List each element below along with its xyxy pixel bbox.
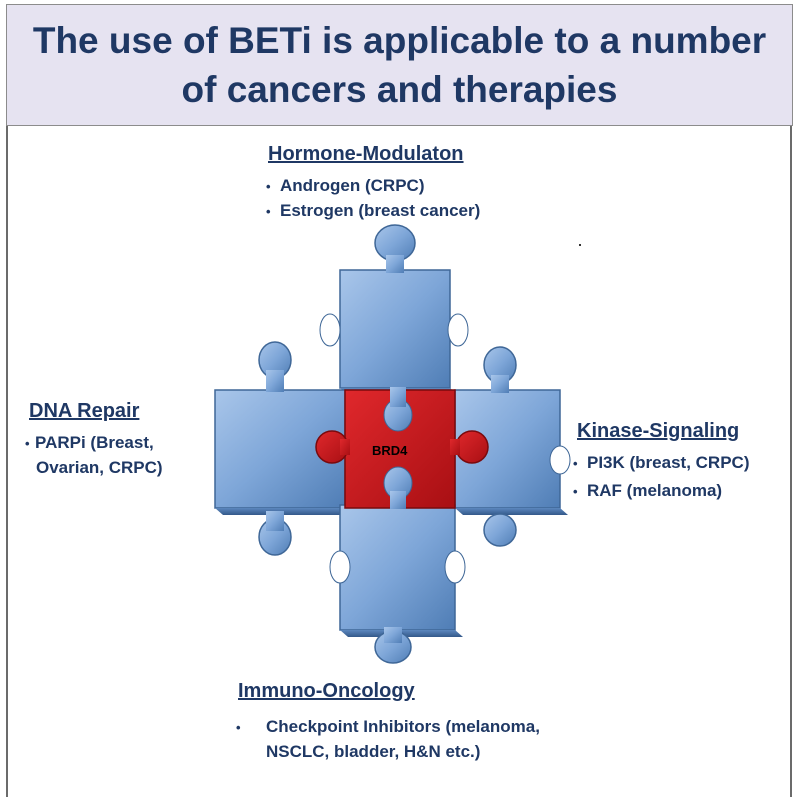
dna-repair-item-1: •PARPi (Breast, — [25, 431, 154, 456]
dna-repair-item-1-cont: Ovarian, CRPC) — [36, 458, 163, 477]
dna-repair-heading: DNA Repair — [29, 400, 140, 422]
immuno-item-1-cont: NSCLC, bladder, H&N etc.) — [266, 742, 481, 761]
bullet-icon: • — [266, 204, 271, 219]
bullet-icon: • — [25, 436, 30, 451]
hormone-item-2: •Estrogen (breast cancer) — [266, 199, 480, 224]
immuno-oncology-heading: Immuno-Oncology — [238, 680, 415, 702]
left-puzzle-piece — [214, 341, 353, 556]
frame-right-border — [790, 126, 792, 797]
center-brd4-piece — [315, 387, 489, 509]
kinase-signaling-heading: Kinase-Signaling — [577, 420, 740, 442]
title-line-1: The use of BETi is applicable to a numbe… — [32, 20, 767, 61]
bullet-icon: • — [236, 720, 241, 735]
frame-left-border — [6, 126, 8, 797]
immuno-item-1: •Checkpoint Inhibitors (melanoma, — [236, 715, 540, 740]
bullet-icon: • — [266, 179, 271, 194]
puzzle-graphic — [214, 224, 571, 664]
hormone-item-1: •Androgen (CRPC) — [266, 174, 424, 199]
title-line-2: of cancers and therapies — [181, 69, 618, 110]
hormone-modulation-heading: Hormone-Modulaton — [268, 143, 464, 165]
kinase-item-2: •RAF (melanoma) — [573, 479, 722, 504]
bottom-puzzle-piece — [329, 504, 466, 664]
bullet-icon: • — [573, 484, 578, 499]
brd4-label: BRD4 — [372, 443, 408, 458]
title-banner: The use of BETi is applicable to a numbe… — [6, 4, 793, 126]
top-puzzle-piece — [319, 224, 469, 395]
kinase-item-1: •PI3K (breast, CRPC) — [573, 451, 749, 476]
stray-dot — [579, 244, 581, 246]
bullet-icon: • — [573, 456, 578, 471]
